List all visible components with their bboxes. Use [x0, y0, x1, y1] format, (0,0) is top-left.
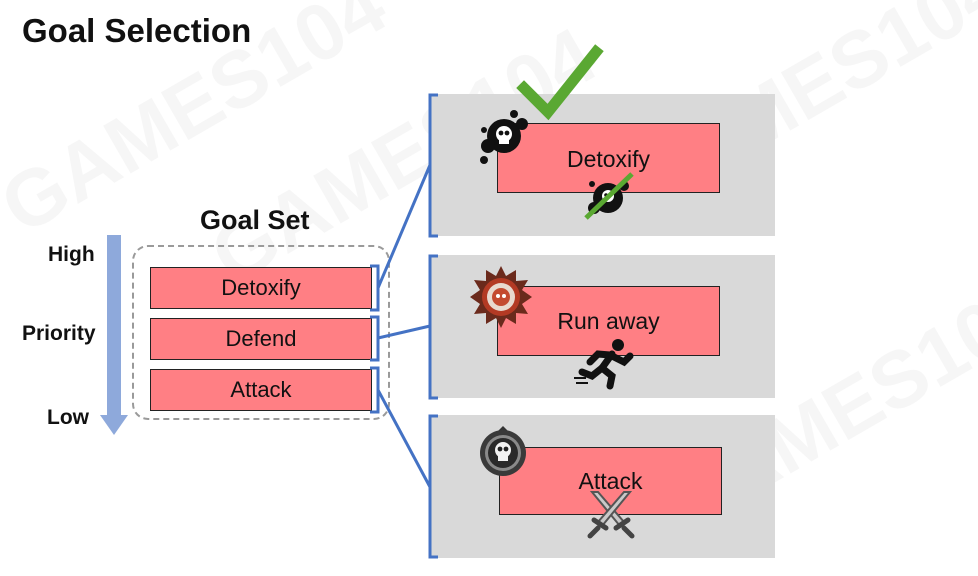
priority-low-label: Low	[47, 406, 89, 429]
action-box-detoxify: Detoxify	[497, 123, 720, 193]
page-title: Goal Selection	[22, 12, 252, 49]
goal-item-detoxify: Detoxify	[150, 267, 372, 309]
crossed-out-poison-icon	[584, 172, 634, 220]
poison-skull-icon	[480, 110, 528, 164]
priority-high-label: High	[48, 243, 95, 266]
action-box-attack: Attack	[499, 447, 722, 515]
goal-item-attack: Attack	[150, 369, 372, 411]
skull-badge-icon	[480, 426, 526, 476]
action-box-run-away: Run away	[497, 286, 720, 356]
goal-item-defend: Defend	[150, 318, 372, 360]
spiked-badge-icon	[470, 266, 532, 328]
check-icon	[516, 44, 604, 121]
crossed-swords-icon	[587, 491, 635, 539]
goal-set-title: Goal Set	[200, 205, 310, 235]
running-figure-icon	[574, 339, 634, 390]
priority-label: Priority	[22, 322, 96, 345]
goal-set-container	[132, 245, 390, 420]
priority-arrow	[100, 235, 128, 435]
